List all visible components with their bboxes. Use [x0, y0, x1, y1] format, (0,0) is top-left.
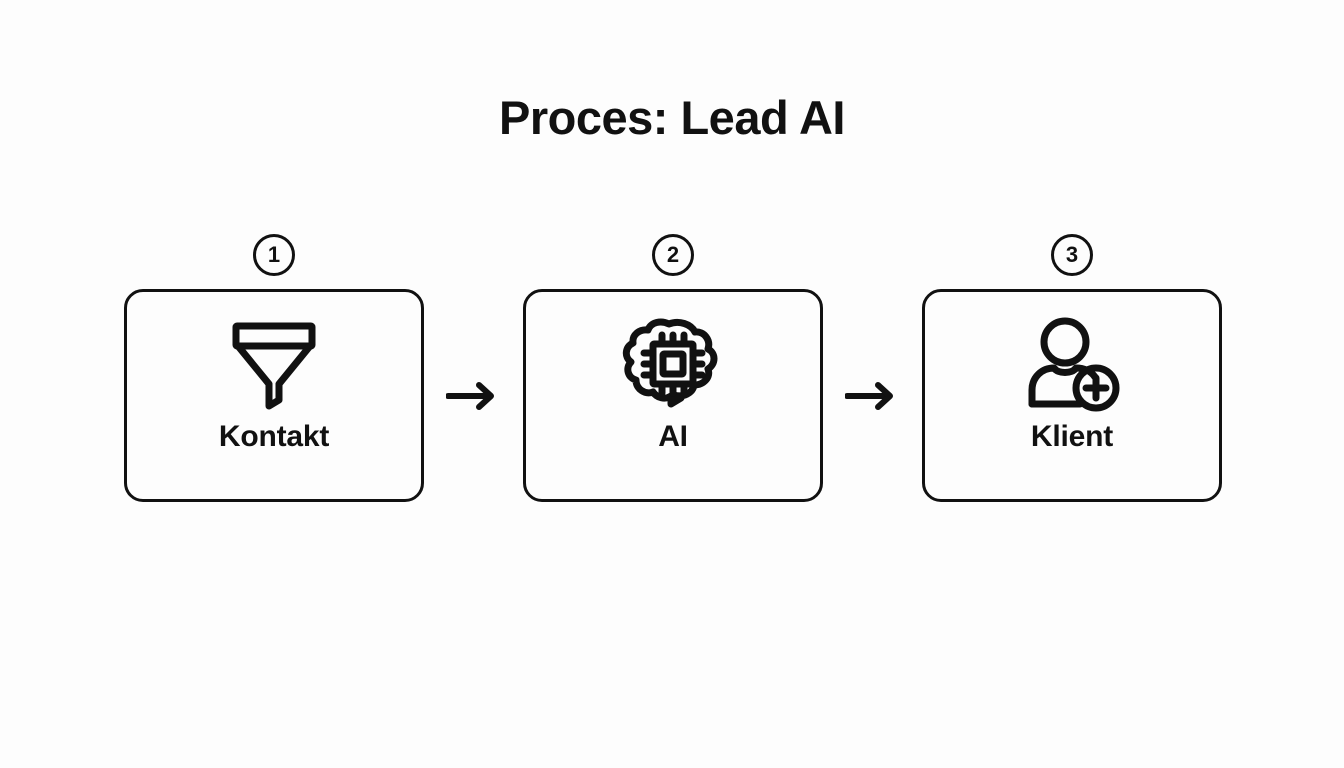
- arrow-right-icon-2: [840, 289, 906, 502]
- funnel-icon: [220, 316, 328, 412]
- page-title: Proces: Lead AI: [499, 91, 846, 144]
- process-step-kontakt[interactable]: 1 Kontakt: [124, 234, 424, 502]
- step-label-klient: Klient: [1030, 420, 1114, 453]
- step-card-ai[interactable]: AI: [523, 289, 823, 502]
- process-step-ai[interactable]: 2: [523, 234, 823, 502]
- add-user-icon: [1020, 316, 1124, 412]
- process-step-klient[interactable]: 3 Klient: [922, 234, 1222, 502]
- step-number-badge-1: 1: [253, 234, 295, 276]
- step-number-badge-3: 3: [1051, 234, 1093, 276]
- step-label-ai: AI: [658, 420, 688, 453]
- brain-chip-icon: [617, 316, 729, 412]
- step-card-kontakt[interactable]: Kontakt: [124, 289, 424, 502]
- step-card-klient[interactable]: Klient: [922, 289, 1222, 502]
- step-label-kontakt: Kontakt: [218, 420, 330, 453]
- arrow-right-icon-1: [441, 289, 507, 502]
- step-number-badge-2: 2: [652, 234, 694, 276]
- process-flow: 1 Kontakt 2: [124, 234, 1222, 502]
